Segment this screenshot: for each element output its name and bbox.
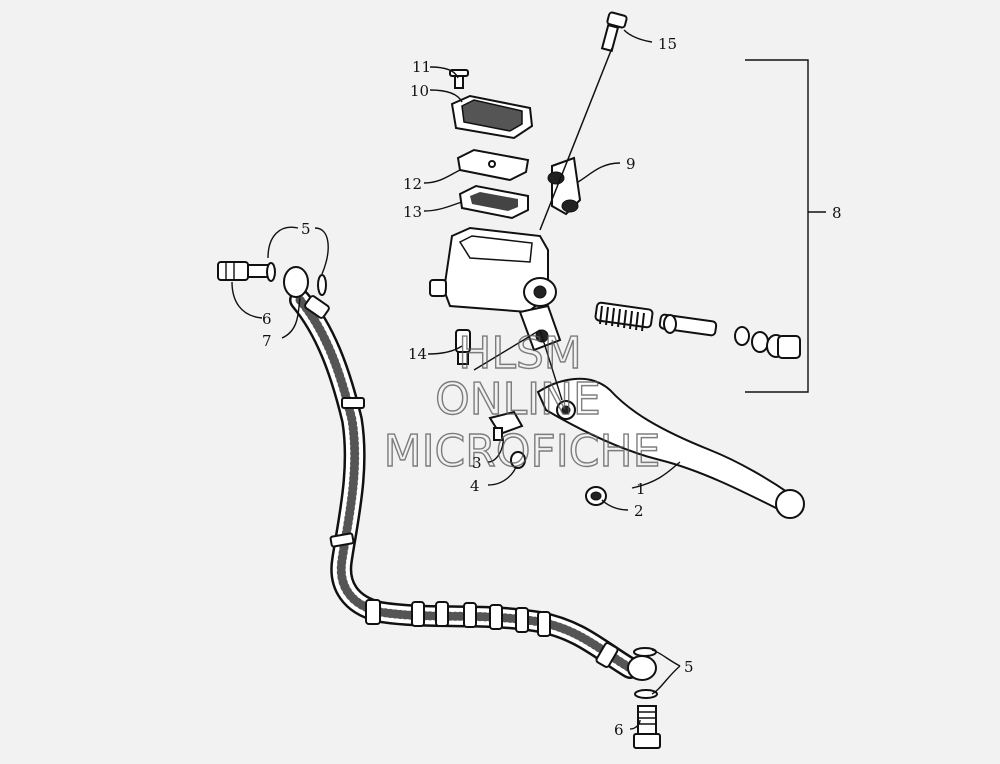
callout-1: 1 [636,480,646,498]
reservoir-cover [449,69,534,140]
callout-5-upper: 5 [301,220,311,238]
bleeder-valve [455,329,471,365]
master-cylinder-body [429,226,562,352]
callout-6-upper: 6 [262,310,272,328]
watermark-line-3: MICROFICHE [384,426,661,477]
callout-7: 7 [262,332,272,350]
reservoir-plate [456,148,530,182]
callout-5-lower: 5 [684,658,694,676]
switch-screw [510,451,526,469]
callout-15: 15 [658,35,677,53]
reservoir-diaphragm [458,184,529,220]
brake-lever [536,377,805,519]
handlebar-clamp [547,156,582,216]
callout-10: 10 [410,82,429,100]
piston-assembly [594,301,801,359]
callout-9: 9 [626,155,636,173]
callout-12: 12 [403,175,422,193]
callout-13: 13 [403,203,422,221]
callout-4: 4 [470,477,480,495]
callout-3: 3 [472,454,482,472]
callout-6-lower: 6 [614,721,624,739]
watermark-line-2: ONLINE [435,374,601,425]
bolt-15 [539,11,628,231]
callout-14: 14 [408,345,427,363]
callouts: 11 10 12 13 9 15 8 5 6 7 14 3 4 1 2 5 6 [262,35,842,739]
watermark: HLSM ONLINE MICROFICHE [383,327,661,477]
watermark-line-1: HLSM [458,328,582,379]
brake-hose [289,289,641,679]
lower-banjo-fitting [627,647,661,749]
brake-switch [488,410,524,441]
callout-8: 8 [832,204,842,222]
leader-lines [231,29,681,730]
callout-2: 2 [634,502,644,520]
group-bracket [745,59,826,393]
upper-banjo-fitting [217,261,327,298]
callout-11: 11 [412,58,431,76]
